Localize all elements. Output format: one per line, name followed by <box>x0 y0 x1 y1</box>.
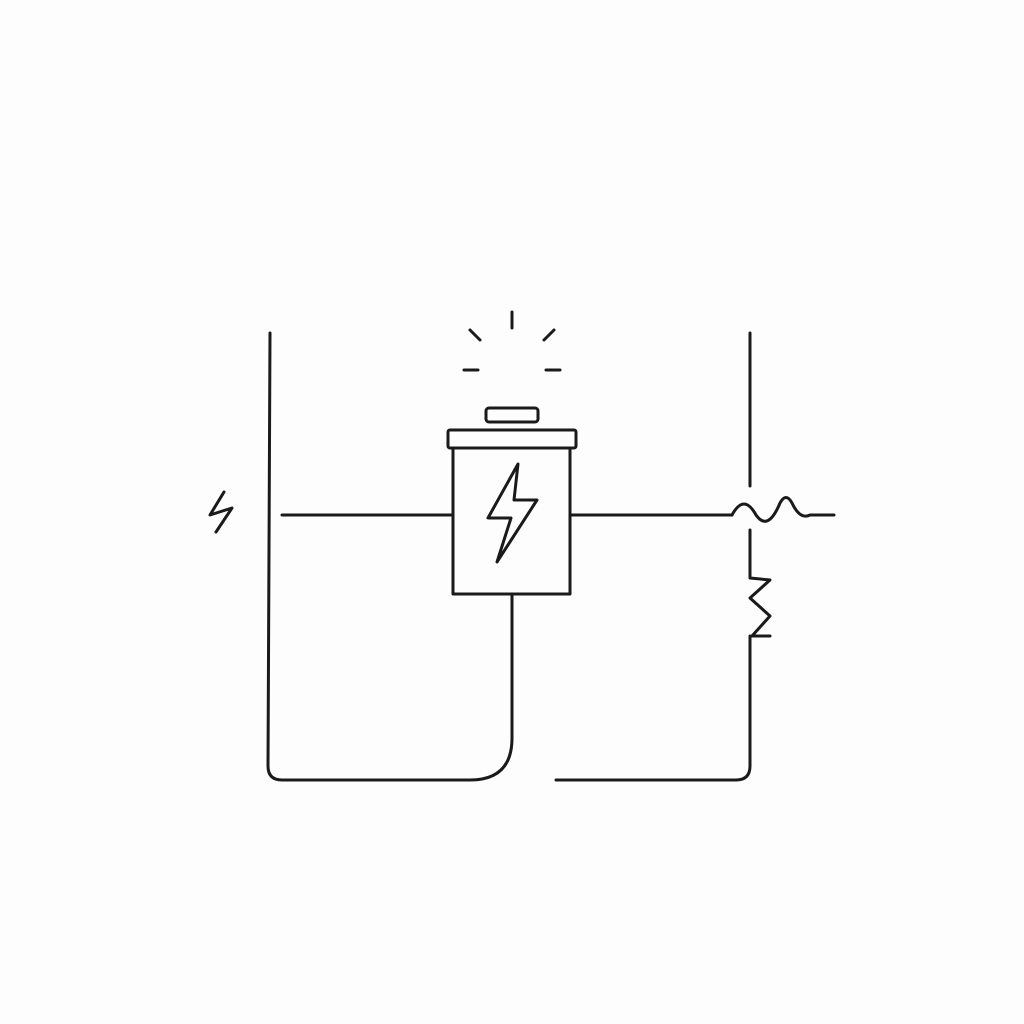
ac-wave-icon <box>730 496 836 523</box>
battery-icon <box>446 406 578 596</box>
resistor-icon <box>748 563 772 638</box>
glow-rays-icon <box>462 310 562 372</box>
wire-right-bottom-loop <box>554 634 752 782</box>
lightning-bolt-icon <box>486 462 539 564</box>
small-lightning-icon <box>208 490 234 534</box>
wire-left-loop <box>266 331 514 782</box>
